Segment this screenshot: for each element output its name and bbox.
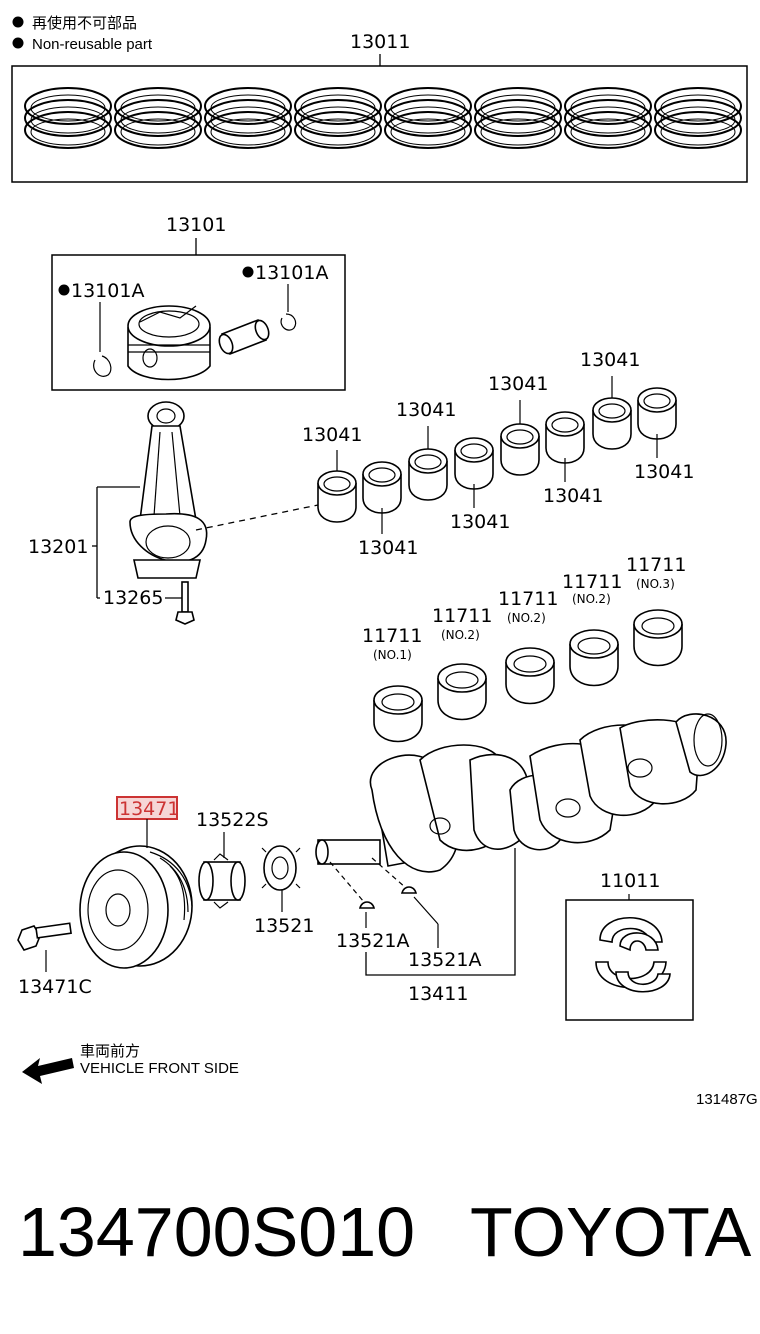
snap-ring-icon xyxy=(280,313,297,331)
thrust-washer-icon xyxy=(595,916,671,993)
piston-rings xyxy=(24,87,742,149)
piston-ring-set: 13011 xyxy=(11,31,748,183)
connecting-rod: 13201 13265 xyxy=(28,401,319,625)
label-conrod-bearing: 13041 xyxy=(634,461,694,483)
label-main-bearing: 11711 xyxy=(562,571,622,593)
label-conrod-bearing: 13041 xyxy=(302,424,362,446)
label-key-1: 13521A xyxy=(336,930,409,952)
legend: 再使用不可部品 Non-reusable part xyxy=(12,15,153,53)
label-conrod-bearing: 13041 xyxy=(450,511,510,533)
piston-pin-icon xyxy=(218,318,270,356)
woodruff-key-icon xyxy=(358,901,376,909)
pulley-bolt-icon xyxy=(17,922,72,951)
caption-brand: TOYOTA xyxy=(470,1193,752,1271)
label-crankshaft: 13411 xyxy=(408,983,468,1005)
non-reusable-bullet-icon xyxy=(12,16,24,28)
crankshaft: 13521A 13521A 13411 xyxy=(315,713,727,1005)
conrod-bearing-icon xyxy=(454,437,494,490)
connecting-rod-icon xyxy=(129,401,208,579)
label-key-2: 13521A xyxy=(408,949,481,971)
label-main-bearing: 11711 xyxy=(362,625,422,647)
conrod-bearing-icon xyxy=(317,470,357,523)
piston-ring-icon xyxy=(564,87,652,149)
sprockets: 13522S 13521 xyxy=(196,809,314,937)
main-bearing-icon xyxy=(505,647,555,705)
label-main-bearing-position: (NO.3) xyxy=(636,577,675,591)
label-main-bearing-position: (NO.1) xyxy=(373,648,412,662)
snap-ring-icon xyxy=(93,355,112,377)
label-snap-ring-right: 13101A xyxy=(255,262,328,284)
conrod-bearing-icon xyxy=(362,461,402,514)
non-reusable-bullet-icon xyxy=(242,266,254,278)
sprocket-icon xyxy=(261,845,301,891)
non-reusable-bullet-icon xyxy=(12,37,24,49)
crankshaft-icon xyxy=(315,713,727,873)
thrust-washer-set: 11011 xyxy=(565,870,694,1021)
label-snap-ring-left: 13101A xyxy=(71,280,144,302)
conrod-bearing-icon xyxy=(408,448,448,501)
label-conrod-bearing: 13041 xyxy=(358,537,418,559)
conrod-bearing-icon xyxy=(637,387,677,440)
piston-ring-icon xyxy=(654,87,742,149)
piston-ring-icon xyxy=(384,87,472,149)
label-rings: 13011 xyxy=(350,31,410,53)
label-conrod-bearing: 13041 xyxy=(543,485,603,507)
non-reusable-bullet-icon xyxy=(58,284,70,296)
label-pulley: 13471 xyxy=(119,798,179,820)
caption-part-number: 134700S010 xyxy=(18,1193,415,1271)
figure-id: 131487G xyxy=(696,1091,758,1108)
label-conrod-bolt: 13265 xyxy=(103,587,163,609)
label-main-bearing: 11711 xyxy=(432,605,492,627)
piston-ring-icon xyxy=(24,87,112,149)
piston-set: 13101 13101A 13101A xyxy=(51,214,346,391)
label-conrod-bearing: 13041 xyxy=(580,349,640,371)
crank-pulley: 13471 13471C xyxy=(17,796,193,998)
piston-icon xyxy=(127,305,211,381)
label-main-bearing: 11711 xyxy=(626,554,686,576)
conrod-bearings: 13041 13041 13041 13041 13041 13041 13041 13041 xyxy=(302,349,694,559)
main-bearing-icon xyxy=(633,609,683,667)
label-main-bearing-position: (NO.2) xyxy=(507,611,546,625)
label-thrust-washer: 11011 xyxy=(600,870,660,892)
label-piston-set: 13101 xyxy=(166,214,226,236)
label-pulley-bolt: 13471C xyxy=(18,976,92,998)
label-main-bearing-position: (NO.2) xyxy=(441,628,480,642)
piston-ring-icon xyxy=(114,87,202,149)
piston-ring-icon xyxy=(474,87,562,149)
vehicle-front-indicator: 車両前方 VEHICLE FRONT SIDE xyxy=(22,1043,239,1084)
label-main-bearing: 11711 xyxy=(498,588,558,610)
conrod-bolt-icon xyxy=(175,581,195,625)
main-bearing-icon xyxy=(437,663,487,721)
main-bearing-icon xyxy=(569,629,619,687)
conrod-bearing-icon xyxy=(545,411,585,464)
sprocket-icon xyxy=(198,853,246,909)
front-arrow-icon xyxy=(22,1058,74,1084)
main-bearings: 11711(NO.1)11711(NO.2)11711(NO.2)11711(N… xyxy=(362,554,686,743)
piston-ring-icon xyxy=(294,87,382,149)
legend-line-jp: 再使用不可部品 xyxy=(32,15,137,32)
pulley-icon xyxy=(79,845,193,969)
woodruff-key-icon xyxy=(400,886,418,894)
conrod-bearing-icon xyxy=(592,397,632,450)
direction-en: VEHICLE FRONT SIDE xyxy=(80,1060,239,1077)
direction-jp: 車両前方 xyxy=(80,1043,140,1060)
main-bearing-icon xyxy=(373,685,423,743)
label-conrod: 13201 xyxy=(28,536,88,558)
label-sprocket-b: 13521 xyxy=(254,915,314,937)
label-main-bearing-position: (NO.2) xyxy=(572,592,611,606)
legend-line-en: Non-reusable part xyxy=(32,36,153,53)
label-sprocket-a: 13522S xyxy=(196,809,269,831)
conrod-bearing-icon xyxy=(500,423,540,476)
label-conrod-bearing: 13041 xyxy=(396,399,456,421)
piston-ring-icon xyxy=(204,87,292,149)
label-conrod-bearing: 13041 xyxy=(488,373,548,395)
